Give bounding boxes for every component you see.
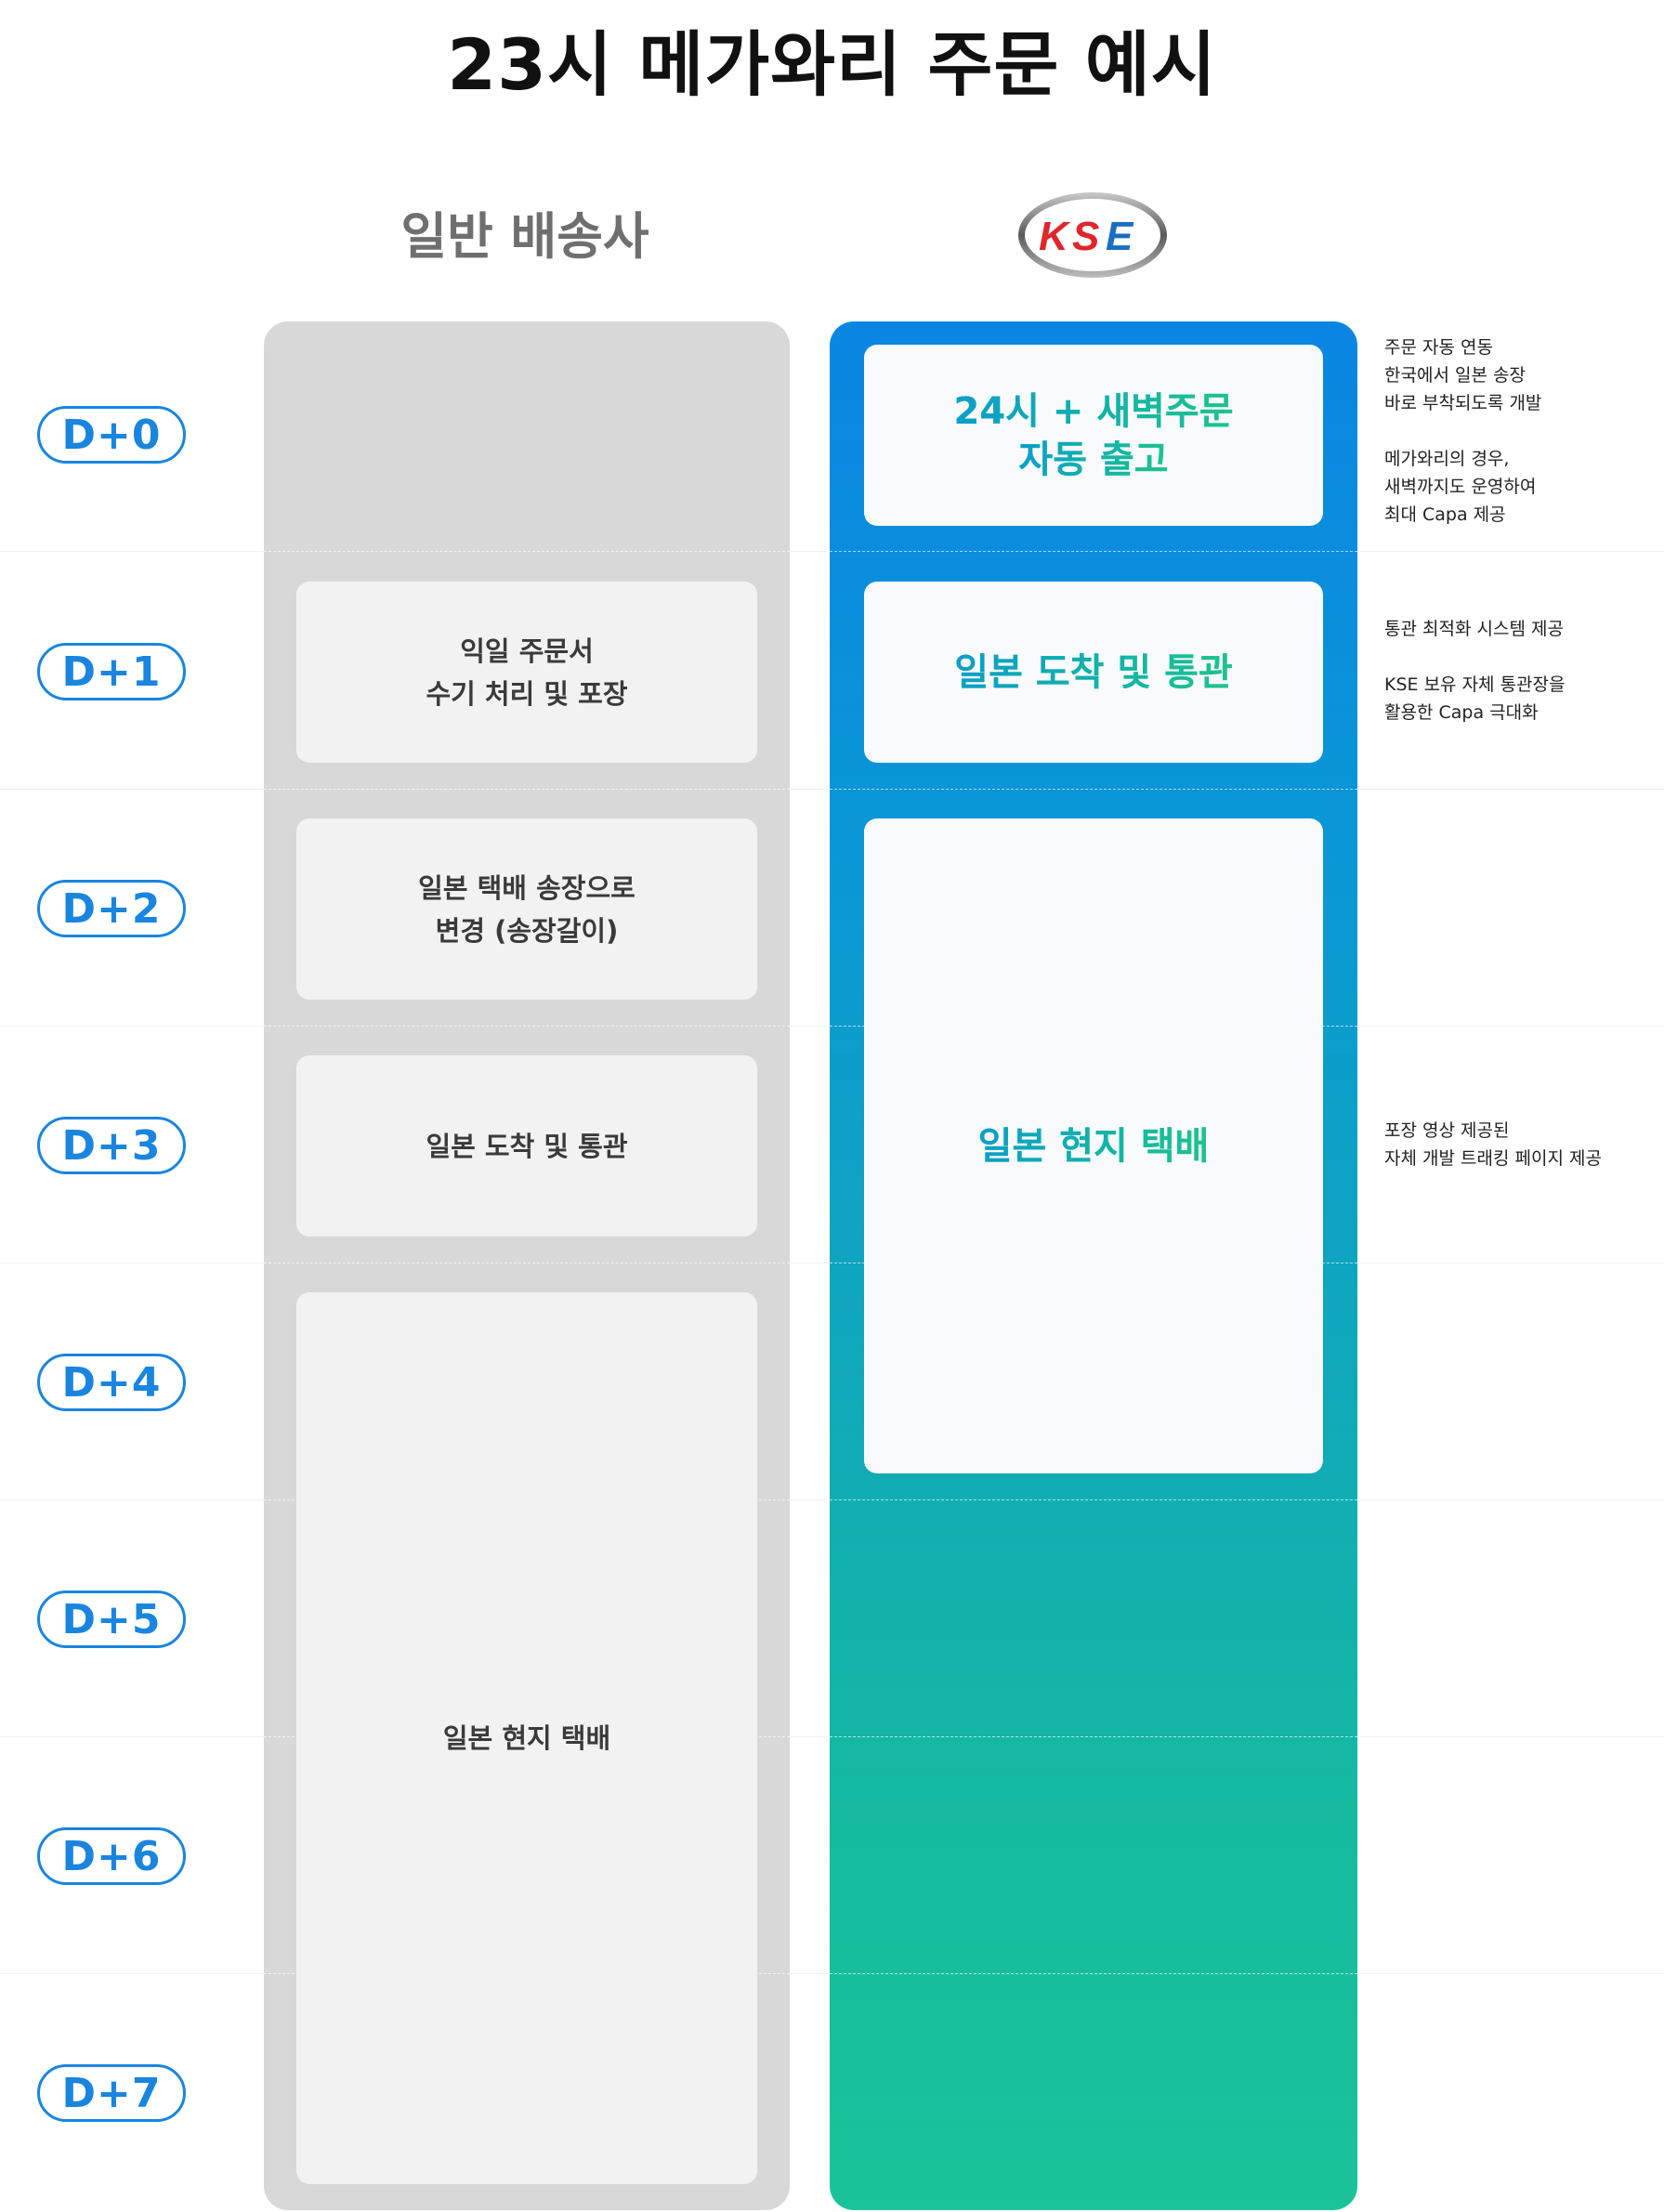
row-divider	[830, 1973, 1357, 1974]
general-carrier-column: 익일 주문서 수기 처리 및 포장 일본 택배 송장으로 변경 (송장갈이) 일…	[264, 321, 790, 2210]
step-line: 일본 현지 택배	[978, 1122, 1210, 1171]
note-line: 최대 Capa 제공	[1384, 504, 1506, 525]
row-divider	[830, 551, 1357, 552]
step-line: 익일 주문서	[460, 635, 594, 667]
note-line: 통관 최적화 시스템 제공	[1384, 619, 1564, 639]
row-divider	[830, 789, 1357, 790]
note-line: KSE 보유 자체 통관장을	[1384, 674, 1566, 695]
general-step-local-delivery: 일본 현지 택배	[296, 1292, 757, 2184]
note-line: 메가와리의 경우,	[1384, 449, 1510, 469]
day-label: D+4	[37, 1354, 186, 1411]
general-step-relabel: 일본 택배 송장으로 변경 (송장갈이)	[296, 818, 757, 1000]
general-step-order-packing: 익일 주문서 수기 처리 및 포장	[296, 582, 757, 763]
svg-text:E: E	[1106, 214, 1134, 259]
step-line: 변경 (송장갈이)	[435, 914, 619, 947]
svg-text:K: K	[1039, 214, 1071, 259]
day-label: D+7	[37, 2064, 186, 2122]
day-label: D+1	[37, 643, 186, 700]
note-d0: 주문 자동 연동 한국에서 일본 송장 바로 부착되도록 개발 메가와리의 경우…	[1384, 334, 1654, 529]
day-label: D+2	[37, 880, 186, 937]
day-label: D+3	[37, 1117, 186, 1174]
note-line: 자체 개발 트래킹 페이지 제공	[1384, 1148, 1602, 1169]
note-d3: 포장 영상 제공된 자체 개발 트래킹 페이지 제공	[1384, 1117, 1654, 1172]
row-divider	[830, 1736, 1357, 1737]
row-divider	[830, 1499, 1357, 1500]
kse-step-auto-release: 24시 + 새벽주문 자동 출고	[864, 345, 1323, 526]
general-column-title: 일반 배송사	[400, 207, 649, 266]
step-line: 자동 출고	[953, 436, 1233, 484]
svg-text:S: S	[1072, 214, 1099, 259]
step-line: 일본 택배 송장으로	[418, 871, 635, 904]
note-line: 주문 자동 연동	[1384, 337, 1493, 358]
step-line: 일본 현지 택배	[442, 1722, 611, 1754]
note-line: 포장 영상 제공된	[1384, 1120, 1510, 1141]
step-line: 24시 + 새벽주문	[953, 387, 1233, 436]
general-step-customs: 일본 도착 및 통관	[296, 1055, 757, 1237]
note-line: 한국에서 일본 송장	[1384, 365, 1526, 386]
kse-logo: K S E	[1018, 192, 1167, 278]
step-line: 수기 처리 및 포장	[426, 677, 628, 710]
kse-column: 24시 + 새벽주문 자동 출고 일본 도착 및 통관 일본 현지 택배	[830, 321, 1357, 2210]
note-d1: 통관 최적화 시스템 제공 KSE 보유 자체 통관장을 활용한 Capa 극대…	[1384, 615, 1654, 726]
row-divider	[264, 789, 790, 790]
note-line: 새벽까지도 운영하여	[1384, 477, 1537, 497]
step-line: 일본 도착 및 통관	[426, 1130, 628, 1162]
note-line: 활용한 Capa 극대화	[1384, 702, 1539, 723]
page-title: 23시 메가와리 주문 예시	[447, 23, 1217, 106]
kse-step-customs: 일본 도착 및 통관	[864, 582, 1323, 763]
day-label: D+6	[37, 1827, 186, 1885]
kse-step-local-delivery: 일본 현지 택배	[864, 818, 1323, 1473]
row-divider	[264, 551, 790, 552]
day-label: D+0	[37, 406, 186, 464]
row-divider	[264, 1026, 790, 1027]
note-line: 바로 부착되도록 개발	[1384, 393, 1542, 413]
day-label: D+5	[37, 1590, 186, 1648]
step-line: 일본 도착 및 통관	[954, 648, 1232, 697]
